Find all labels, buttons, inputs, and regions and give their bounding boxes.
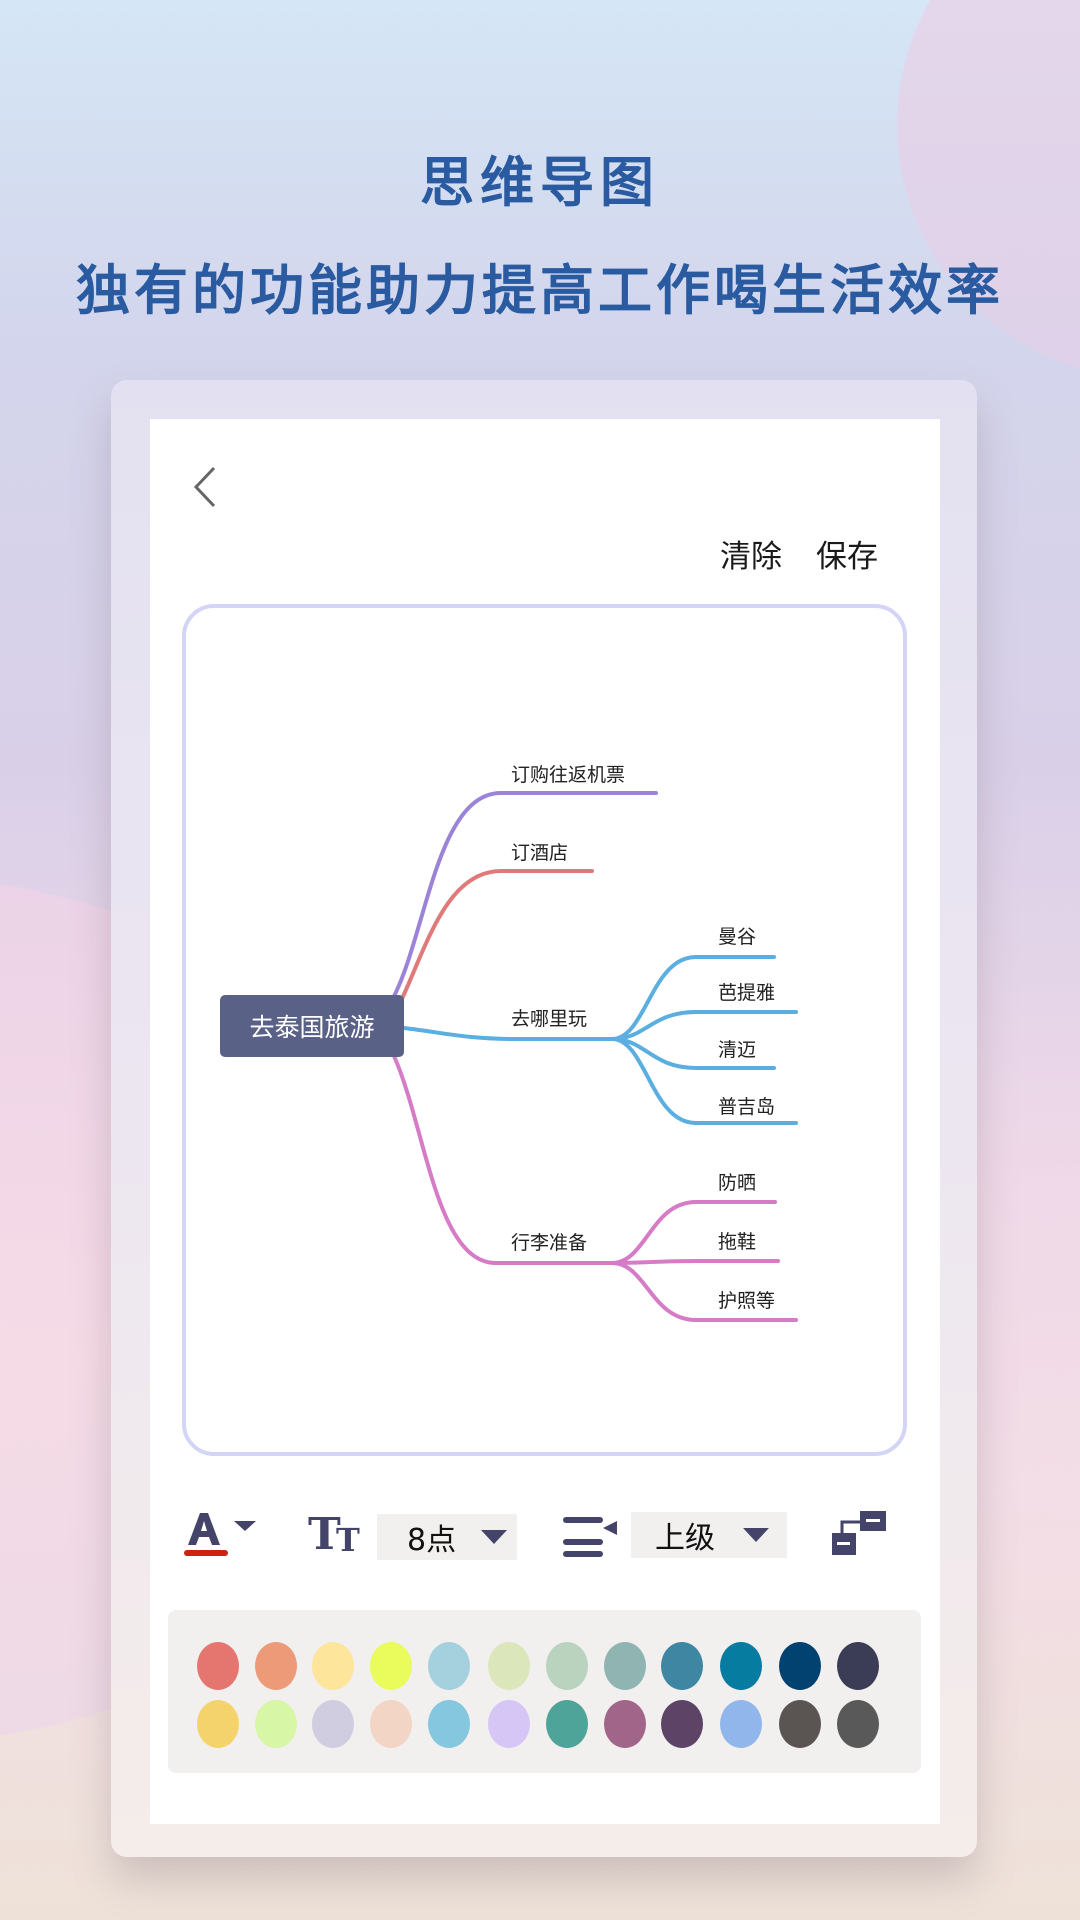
color-swatch[interactable] — [255, 1700, 297, 1748]
format-toolbar: T T 8点 上级 — [150, 1495, 940, 1575]
mindmap-leaf-node[interactable]: 清迈 — [718, 1039, 757, 1061]
font-color-button[interactable] — [182, 1507, 262, 1563]
color-swatch[interactable] — [370, 1700, 412, 1748]
level-value: 上级 — [655, 1521, 715, 1556]
color-swatch[interactable] — [720, 1700, 762, 1748]
font-color-icon — [184, 1513, 256, 1556]
chevron-left-icon — [193, 466, 216, 508]
text-size-icon: T T — [308, 1509, 360, 1560]
mindmap-node[interactable]: 去哪里玩 — [511, 1008, 588, 1030]
color-swatch[interactable] — [428, 1642, 470, 1690]
node-structure-icon — [832, 1511, 886, 1555]
clear-button[interactable]: 清除 — [720, 539, 782, 575]
color-swatch[interactable] — [312, 1700, 354, 1748]
color-swatch[interactable] — [604, 1642, 646, 1690]
color-swatch[interactable] — [370, 1642, 412, 1690]
level-button[interactable] — [563, 1513, 621, 1561]
mindmap-leaf-node[interactable]: 护照等 — [718, 1290, 776, 1312]
chevron-down-icon — [743, 1528, 769, 1542]
promo-subtitle: 独有的功能助力提高工作喝生活效率 — [76, 259, 1004, 322]
svg-text:T: T — [308, 1509, 341, 1559]
color-swatch[interactable] — [604, 1700, 646, 1748]
color-swatch[interactable] — [488, 1700, 530, 1748]
font-size-dropdown[interactable]: 8点 — [377, 1514, 517, 1560]
color-swatch[interactable] — [837, 1700, 879, 1748]
color-swatch[interactable] — [546, 1642, 588, 1690]
color-palette — [168, 1610, 921, 1773]
mindmap-leaf-node[interactable]: 芭提雅 — [718, 982, 776, 1004]
save-button[interactable]: 保存 — [816, 539, 878, 575]
header-actions: 清除 保存 — [720, 531, 878, 576]
mindmap-canvas[interactable]: 去泰国旅游 订购往返机票 订酒店 去哪里玩 行李准备 曼谷 芭提雅 清迈 普吉岛… — [182, 604, 907, 1456]
mindmap-leaf-node[interactable]: 曼谷 — [718, 926, 757, 948]
mindmap-leaf-node[interactable]: 普吉岛 — [718, 1096, 776, 1118]
color-swatch[interactable] — [197, 1700, 239, 1748]
mindmap-root-node[interactable]: 去泰国旅游 — [220, 995, 404, 1057]
chevron-down-icon — [481, 1530, 507, 1544]
color-swatch[interactable] — [837, 1642, 879, 1690]
indent-level-icon — [563, 1517, 617, 1557]
text-size-button[interactable]: T T — [308, 1509, 366, 1560]
back-button[interactable] — [192, 465, 226, 509]
layout-structure-button[interactable] — [830, 1509, 888, 1559]
app-screen: 清除 保存 — [150, 419, 940, 1824]
level-dropdown[interactable]: 上级 — [631, 1512, 787, 1558]
color-swatch[interactable] — [779, 1700, 821, 1748]
mindmap-node[interactable]: 订酒店 — [511, 842, 569, 864]
color-swatch[interactable] — [197, 1642, 239, 1690]
mindmap-node[interactable]: 订购往返机票 — [511, 764, 626, 786]
color-swatch[interactable] — [546, 1700, 588, 1748]
color-swatch[interactable] — [779, 1642, 821, 1690]
mindmap-node[interactable]: 行李准备 — [511, 1232, 588, 1254]
color-swatch[interactable] — [312, 1642, 354, 1690]
promo-title: 思维导图 — [420, 151, 660, 214]
color-swatch[interactable] — [428, 1700, 470, 1748]
color-swatch[interactable] — [661, 1642, 703, 1690]
svg-text:T: T — [336, 1521, 360, 1559]
mindmap-connectors — [390, 791, 798, 1322]
color-swatch[interactable] — [661, 1700, 703, 1748]
color-swatch[interactable] — [488, 1642, 530, 1690]
mindmap-leaf-node[interactable]: 防晒 — [718, 1172, 757, 1194]
device-frame: 清除 保存 — [111, 380, 977, 1857]
font-size-value: 8点 — [407, 1523, 457, 1558]
mindmap-leaf-node[interactable]: 拖鞋 — [718, 1231, 757, 1253]
color-swatch[interactable] — [720, 1642, 762, 1690]
color-swatch[interactable] — [255, 1642, 297, 1690]
